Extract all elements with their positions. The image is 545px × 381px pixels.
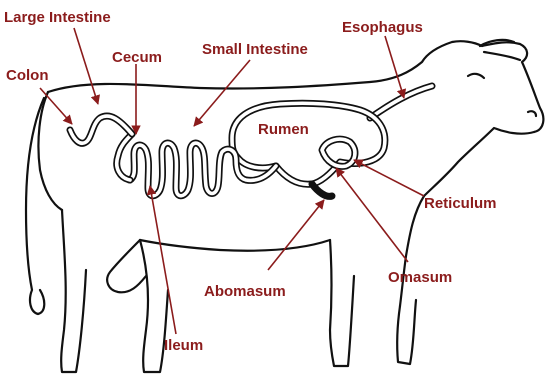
cow-front-leg-2 <box>330 240 354 366</box>
cow-chest <box>400 196 424 306</box>
cow-hind-leg-2 <box>61 210 86 372</box>
cow-eye <box>468 74 484 78</box>
cow-front-leg-1 <box>397 300 416 364</box>
abomasum-shape <box>312 184 332 196</box>
cow-udder <box>107 240 146 292</box>
rumen-shape <box>232 103 385 184</box>
label-large-intestine: Large Intestine <box>4 9 111 26</box>
arrow-large-intestine <box>74 28 98 104</box>
arrow-colon <box>40 88 72 124</box>
label-reticulum: Reticulum <box>424 195 497 212</box>
arrow-ileum <box>150 186 176 334</box>
arrow-reticulum <box>354 160 424 196</box>
cow-tail <box>26 98 44 314</box>
label-ileum: Ileum <box>164 337 203 354</box>
cow-belly <box>140 240 330 251</box>
label-esophagus: Esophagus <box>342 19 423 36</box>
label-omasum: Omasum <box>388 269 452 286</box>
digestive-tract <box>70 86 432 196</box>
label-cecum: Cecum <box>112 49 162 66</box>
arrow-esophagus <box>385 36 404 98</box>
label-abomasum: Abomasum <box>204 283 286 300</box>
label-small-intestine: Small Intestine <box>202 41 308 58</box>
arrow-abomasum <box>268 200 324 270</box>
cow-nostril <box>528 111 536 116</box>
label-colon: Colon <box>6 67 49 84</box>
label-rumen: Rumen <box>258 121 309 138</box>
